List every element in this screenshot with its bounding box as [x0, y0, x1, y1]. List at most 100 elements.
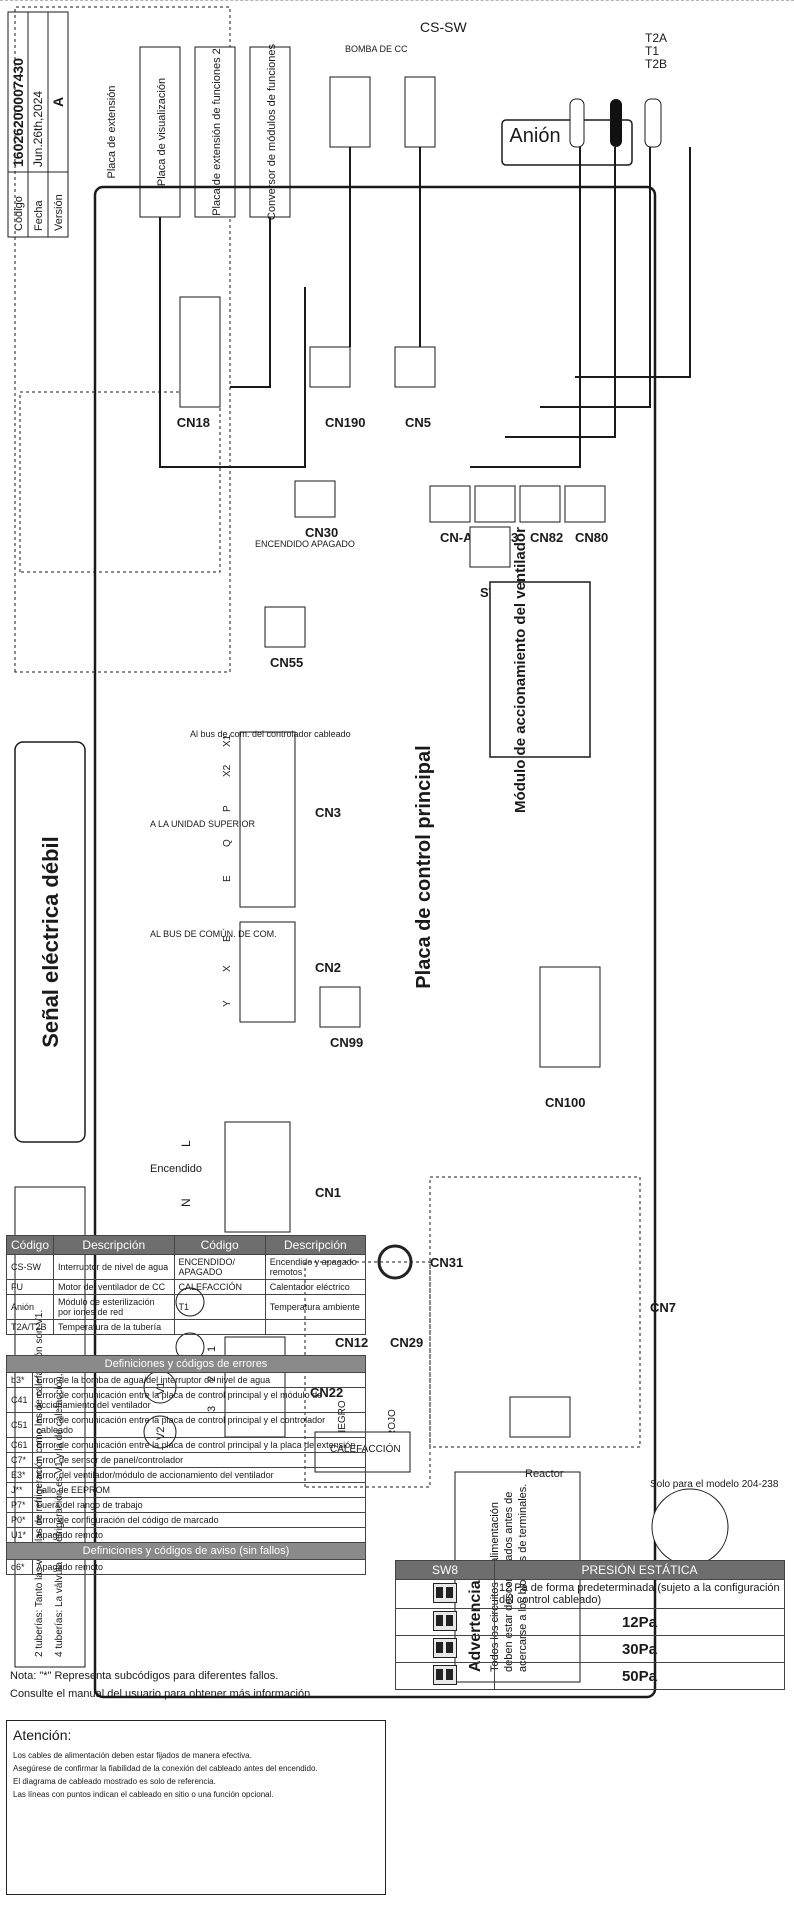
table-row: Anión Módulo de esterilización por iones…	[5, 1294, 367, 1320]
cn3-label: CN3	[315, 805, 341, 820]
cna-label: CN-A	[440, 530, 473, 545]
main-board-outline	[93, 185, 657, 1699]
cn3-term-e: E	[222, 875, 233, 882]
cn2-terminal-block: CN2 E X Y	[222, 921, 341, 1023]
fan-motor-icon	[651, 1488, 729, 1566]
t1-sensor-icon	[610, 99, 622, 147]
code-cell: ENCENDIDO/ APAGADO	[173, 1254, 266, 1280]
connector-row-top: CN18 CN190 CN5	[177, 296, 436, 430]
sw8-pressure-30: 30Pa	[494, 1635, 785, 1663]
code-desc-cell: Temperatura ambiente	[264, 1294, 367, 1320]
table-row: J**Fallo de EEPROM	[6, 1482, 367, 1498]
cn55-connector	[264, 606, 306, 648]
wire-cna	[470, 147, 581, 468]
error-code: U1*	[6, 1527, 33, 1543]
code-cell: T2A/T2B	[5, 1319, 55, 1335]
doc-code-label: Código	[13, 196, 25, 231]
error-desc: Apagado remoto	[31, 1527, 367, 1543]
ext-box-converter-label: Conversor de módulos de funciones	[266, 43, 278, 220]
cn190-connector	[309, 346, 351, 388]
attention-item: El diagrama de cableado mostrado es solo…	[13, 1777, 216, 1786]
sw8-setting-cell	[395, 1635, 495, 1663]
code-desc-cell: Módulo de esterilización por iones de re…	[53, 1294, 175, 1320]
code-desc-cell: Calentador eléctrico	[264, 1279, 367, 1295]
attention-title: Atención:	[13, 1727, 72, 1743]
peripheral-dashed-region	[14, 6, 231, 673]
code-table-h2: Descripción	[53, 1235, 175, 1255]
table-row: T2A/T2B Temperatura de la tubería	[5, 1319, 367, 1335]
cn100-label: CN100	[545, 1095, 585, 1110]
code-cell: CS-SW	[5, 1254, 55, 1280]
table-row: FU Motor del ventilador de CC CALEFACCIÓ…	[5, 1279, 367, 1295]
table-row: C7*Error de sensor de panel/controlador	[6, 1452, 367, 1468]
anion-label: Anión	[509, 125, 560, 147]
connector-row-second: CN30 CN-A CN83 CN82 CN80	[294, 480, 608, 545]
error-code: C61	[6, 1437, 33, 1453]
extension-boxes: Conversor de módulos de funciones Placa …	[106, 43, 291, 220]
code-cell: FU	[5, 1279, 55, 1295]
cn82-connector	[519, 485, 561, 523]
cna-connector	[429, 485, 471, 523]
cn1-term-n: N	[179, 1198, 193, 1207]
dip-switch-icon	[433, 1611, 457, 1631]
error-desc: Fallo de EEPROM	[31, 1482, 367, 1498]
table-row: U1*Apagado remoto	[6, 1527, 367, 1543]
error-desc: Error de la bomba de agua/del interrupto…	[31, 1372, 367, 1388]
t1-label: T1	[645, 44, 659, 58]
bus-wired-label: Al bus de com. del controlador cableado	[190, 729, 351, 739]
note-line-1: Nota: "*" Representa subcódigos para dif…	[10, 1670, 279, 1682]
table-row: b3*Error de la bomba de agua/del interru…	[6, 1372, 367, 1388]
table-row: CS-SW Interruptor de nivel de agua ENCEN…	[5, 1254, 367, 1280]
code-table-h4: Descripción	[264, 1235, 367, 1255]
code-cell: Anión	[5, 1294, 55, 1320]
wire-cn30	[159, 217, 306, 468]
cn3-terminal-block: CN3 X1 X2 P Q E	[222, 731, 341, 908]
cn82-label: CN82	[530, 530, 563, 545]
cn2-term-x: X	[222, 965, 233, 972]
code-cell: T1	[173, 1294, 266, 1320]
cs-sw-switch-icon	[404, 76, 436, 148]
reactor-icon	[509, 1396, 571, 1438]
code-desc-cell: Encendido y apagado remotos	[264, 1254, 367, 1280]
cn18-connector	[179, 296, 221, 408]
warn-code: d6*	[6, 1559, 33, 1575]
cs-sw-label: CS-SW	[420, 19, 467, 35]
sw8-pressure-12: 12Pa	[494, 1608, 785, 1636]
cn2-label: CN2	[315, 960, 341, 975]
table-row: P0*Error de configuración del código de …	[6, 1512, 367, 1528]
reactor-label: Reactor	[525, 1468, 564, 1480]
code-desc-cell: Temperatura de la tubería	[53, 1319, 175, 1335]
sw8-table-h2: PRESIÓN ESTÁTICA	[494, 1560, 785, 1580]
on-off-label: ENCENDIDO APAGADO	[255, 539, 355, 549]
cn12-label: CN12	[335, 1335, 368, 1350]
upper-unit-label: A LA UNIDAD SUPERIOR	[150, 819, 256, 829]
cn2-term-e: E	[222, 935, 233, 942]
cn99-connector	[319, 986, 361, 1028]
table-row: d6*Apagado remoto	[6, 1559, 367, 1575]
error-code: J**	[6, 1482, 33, 1498]
error-desc: Error de comunicación entre la placa de …	[31, 1387, 367, 1413]
weak-signal-label: Señal eléctrica débil	[38, 836, 63, 1048]
wire-cn82	[540, 147, 651, 408]
code-table-h1: Código	[5, 1235, 55, 1255]
code-desc-cell: Interruptor de nivel de agua	[53, 1254, 175, 1280]
cn100-connector	[539, 966, 601, 1068]
top-dashed-border	[0, 0, 794, 7]
code-desc-cell	[264, 1319, 367, 1335]
weak-signal-box	[14, 741, 86, 1143]
ext-box-functions-2	[194, 46, 236, 218]
error-code: E3*	[6, 1467, 33, 1483]
cn30-label: CN30	[305, 525, 338, 540]
cn3-connector	[239, 731, 296, 908]
code-cell	[173, 1319, 266, 1335]
error-desc: Error de sensor de panel/controlador	[31, 1452, 367, 1468]
sw8-setting-cell	[395, 1579, 495, 1609]
attention-box: Atención: Los cables de alimentación deb…	[6, 1720, 386, 1895]
cn3-term-p: P	[222, 805, 233, 812]
sw8-pressure-50: 50Pa	[494, 1662, 785, 1690]
warn-table-title: Definiciones y códigos de aviso (sin fal…	[6, 1542, 366, 1560]
error-desc: Error del ventilador/módulo de accionami…	[31, 1467, 367, 1483]
